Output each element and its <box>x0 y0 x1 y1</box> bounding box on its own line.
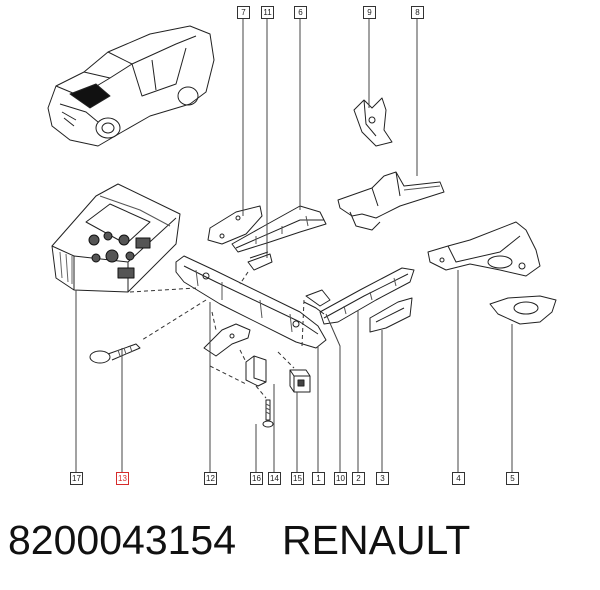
assembly-lines <box>129 271 305 399</box>
callout-5: 5 <box>506 472 519 485</box>
small-reinforcement <box>247 251 273 271</box>
callout-16: 16 <box>250 472 263 485</box>
part-number: 8200043154 <box>8 517 237 563</box>
side-member-rear-section <box>337 171 445 231</box>
upper-mount-bracket <box>353 97 393 147</box>
towing-eye <box>89 343 141 364</box>
front-cross-member <box>175 255 327 349</box>
mounting-bracket <box>245 355 267 387</box>
side-bracket-plate <box>207 205 263 245</box>
center-bracket <box>203 323 251 357</box>
engine-compartment-assembly <box>51 183 181 293</box>
car-illustration <box>47 25 215 147</box>
callout-13-highlighted: 13 <box>116 472 129 485</box>
exploded-parts-diagram <box>47 19 557 472</box>
callout-11: 11 <box>261 6 274 19</box>
callout-2: 2 <box>352 472 365 485</box>
wheel-arch-rail <box>427 221 541 277</box>
front-rail-inner <box>231 205 327 253</box>
callout-7: 7 <box>237 6 250 19</box>
callout-17: 17 <box>70 472 83 485</box>
lower-support-bracket <box>303 289 331 315</box>
bolt <box>262 399 274 428</box>
closing-panel <box>369 297 413 333</box>
callout-15: 15 <box>291 472 304 485</box>
front-rail-outer <box>319 267 415 325</box>
callout-9: 9 <box>363 6 376 19</box>
callout-8: 8 <box>411 6 424 19</box>
callout-4: 4 <box>452 472 465 485</box>
callout-1: 1 <box>312 472 325 485</box>
rubber-mount <box>289 369 311 393</box>
wheel-arch-panel <box>489 295 557 325</box>
leader-lines <box>75 19 513 472</box>
callout-6: 6 <box>294 6 307 19</box>
brand-name: RENAULT <box>282 517 471 563</box>
callout-3: 3 <box>376 472 389 485</box>
callout-10: 10 <box>334 472 347 485</box>
callout-14: 14 <box>268 472 281 485</box>
callout-12: 12 <box>204 472 217 485</box>
part-caption: 8200043154 RENAULT <box>8 512 598 568</box>
